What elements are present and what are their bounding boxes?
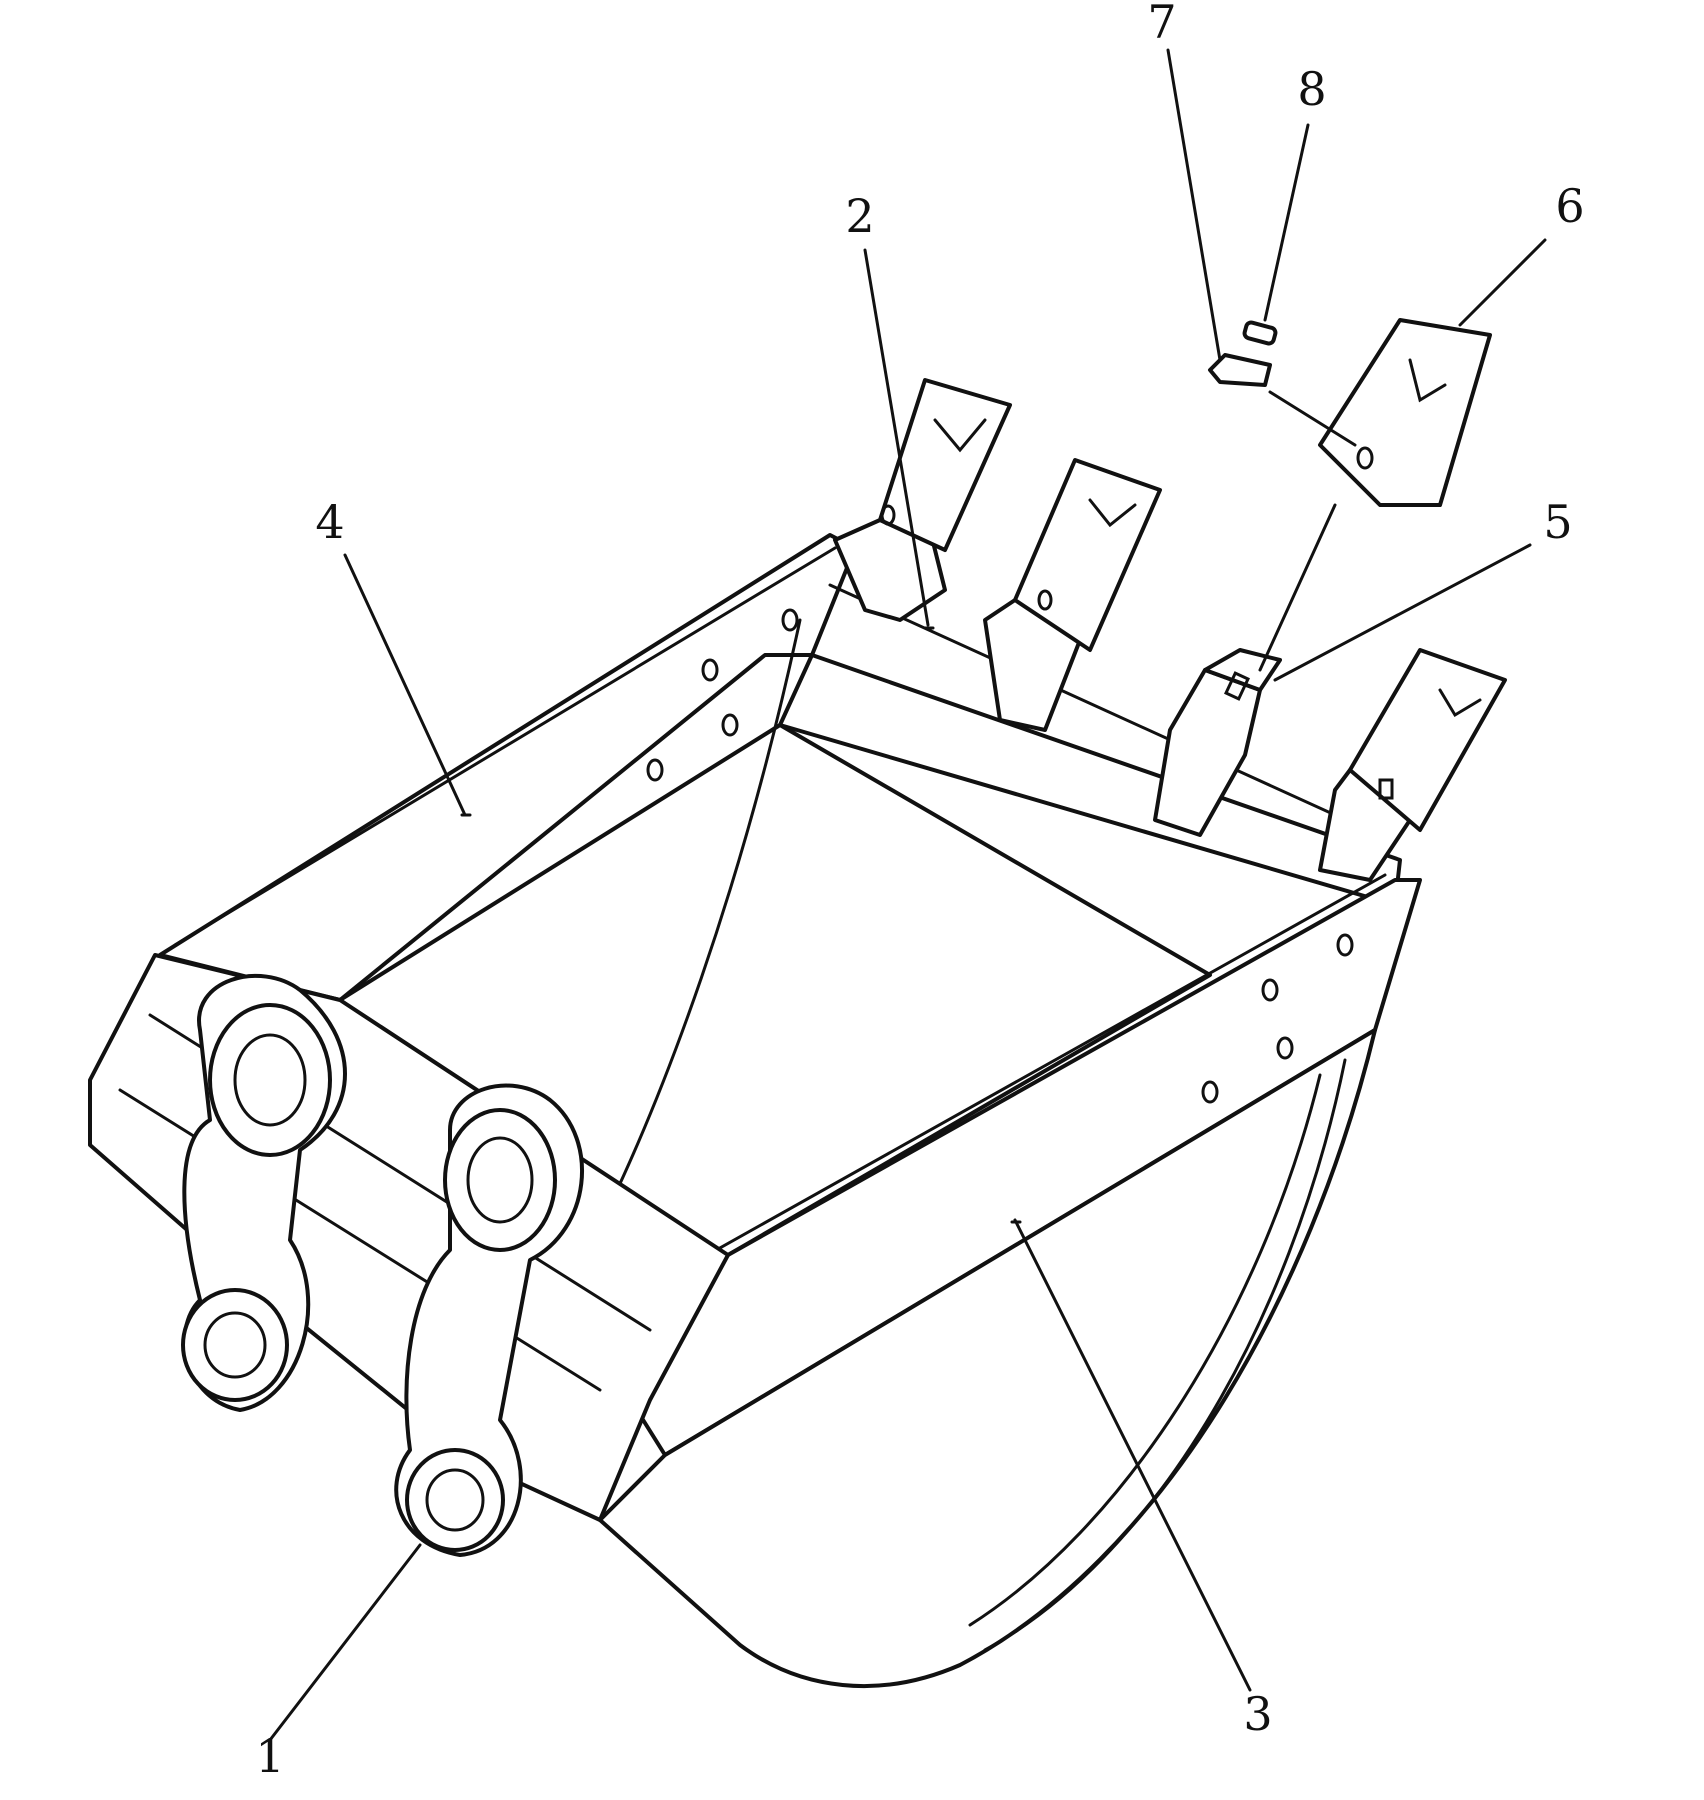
mounting-ear-left [181, 974, 347, 1412]
callout-7: 7 [1147, 0, 1176, 49]
callout-4: 4 [315, 495, 344, 549]
callout-5: 5 [1543, 495, 1572, 549]
leader-8 [1263, 123, 1310, 322]
leader-1 [268, 1543, 422, 1742]
leader-3 [1013, 1218, 1252, 1692]
callout-2: 2 [845, 189, 874, 243]
callout-3: 3 [1243, 1687, 1272, 1741]
lock-part [1242, 320, 1278, 346]
leader-2 [863, 248, 930, 627]
leader-6 [1458, 238, 1547, 327]
side-plate-holes-left [646, 608, 799, 782]
leader-4 [343, 553, 467, 817]
callout-1: 1 [255, 1729, 284, 1783]
leader-lines [268, 48, 1547, 1742]
leader-6-5 [1258, 503, 1337, 672]
leader-7 [1166, 48, 1222, 362]
pin-part [1208, 353, 1272, 387]
tooth-4 [1318, 648, 1507, 882]
leader-7-6 [1268, 390, 1357, 447]
tooth-1 [833, 378, 1012, 622]
bucket-body [88, 533, 1422, 1688]
callout-6: 6 [1555, 179, 1584, 233]
tooth-3-adapter [1153, 648, 1282, 837]
tooth-2 [983, 458, 1162, 732]
mounting-ear-right [394, 1083, 584, 1557]
side-plate-holes-right [1201, 933, 1354, 1104]
leader-5 [1273, 543, 1532, 682]
callout-8: 8 [1297, 62, 1326, 116]
tooth-point-exploded [1318, 318, 1492, 507]
